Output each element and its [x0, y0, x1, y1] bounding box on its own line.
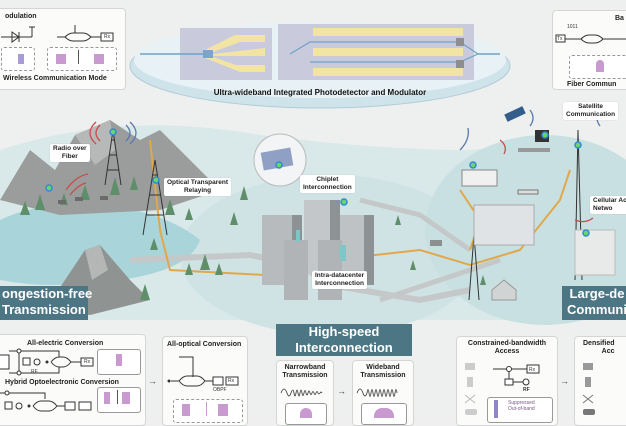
arrow-icon: →: [560, 376, 569, 386]
arrow-icon: →: [337, 386, 346, 396]
narrowband-waveform: [280, 388, 323, 397]
banner-large-density: Large-de Communi: [562, 286, 626, 320]
fiber-communication-panel: Ba 1011 Tx Fiber Commun: [552, 10, 626, 90]
wireless-circuit: [1, 25, 114, 43]
all-optical-title: All-optical Conversion: [167, 341, 242, 348]
spectrum-right: [47, 47, 117, 71]
wideband-waveform: [356, 388, 398, 397]
panel-title: odulation: [5, 13, 37, 20]
wireless-communication-panel: odulation Rx Wireless Communication Mode: [0, 8, 126, 90]
panel-title: Ba: [615, 15, 624, 22]
label-chiplet: Chiplet Interconnection: [300, 175, 355, 193]
device-icons: [464, 363, 477, 415]
label-satellite: Satellite Communication: [563, 102, 619, 120]
all-electric-title: All-electric Conversion: [27, 340, 104, 347]
banner-congestion-free: ongestion-free Transmission: [0, 286, 92, 320]
all-optical-circuit: [167, 356, 239, 387]
conversion-panel: All-electric Conversion RF Rx Hybrid Opt…: [0, 334, 146, 426]
chip-caption: Ultra-wideband Integrated Photodetector …: [213, 88, 427, 97]
rx-label: Rx: [84, 359, 91, 365]
banner-high-speed: High-speed Interconnection: [276, 324, 412, 356]
all-optical-panel: All-optical Conversion OBPF Rx: [162, 336, 248, 426]
wideband-spectrum: [361, 403, 407, 425]
narrowband-title: Narrowband Transmission: [282, 364, 328, 379]
panel-caption: Wireless Communication Mode: [3, 75, 107, 82]
densified-title: Densified Acc: [583, 340, 615, 355]
label-cellular: Cellular Ac Netwo: [590, 196, 626, 214]
hybrid-title: Hybrid Optoelectronic Conversion: [5, 379, 119, 386]
spectrum-left: [1, 47, 35, 71]
suppressed-label: Suppressed Out-of-band: [508, 400, 535, 412]
rx-label: Rx: [228, 378, 235, 384]
all-electric-circuit: [0, 348, 94, 376]
device-icons-dense: [582, 363, 595, 415]
fiber-circuit: [555, 34, 626, 44]
rf-label: RF: [523, 387, 530, 393]
access-spectrum: Suppressed Out-of-band: [487, 397, 553, 423]
chip-platter: [129, 22, 511, 109]
all-electric-spectrum: [97, 349, 141, 375]
access-circuit: [493, 364, 540, 386]
bits-label: 1011: [567, 24, 578, 30]
panel-caption: Fiber Commun: [567, 81, 617, 88]
obpf-label: OBPF: [213, 387, 227, 393]
all-optical-spectrum: [173, 399, 243, 423]
label-intra-datacenter: Intra-datacenter Interconnection: [312, 271, 368, 289]
hybrid-spectrum: [97, 387, 141, 413]
densified-access-panel: Densified Acc: [574, 336, 626, 426]
label-radio-over-fiber: Radio over Fiber: [50, 144, 90, 162]
narrowband-spectrum: [285, 403, 327, 425]
wideband-panel: Wideband Transmission: [352, 360, 414, 426]
rx-label: Rx: [104, 34, 111, 40]
label-optical-relaying: Optical Transparent Relaying: [164, 178, 232, 196]
constrained-access-panel: Constrained-bandwidth Access Rx RF Suppr…: [456, 336, 558, 426]
arrow-icon: →: [148, 376, 157, 386]
narrowband-panel: Narrowband Transmission: [276, 360, 334, 426]
wideband-title: Wideband Transmission: [360, 364, 406, 379]
spectrum: [569, 55, 626, 79]
hybrid-circuit: [0, 390, 92, 412]
tx-label: Tx: [557, 36, 563, 42]
constrained-title: Constrained-bandwidth Access: [467, 340, 547, 355]
rx-label: Rx: [529, 367, 536, 373]
rf-label: RF: [31, 369, 38, 375]
